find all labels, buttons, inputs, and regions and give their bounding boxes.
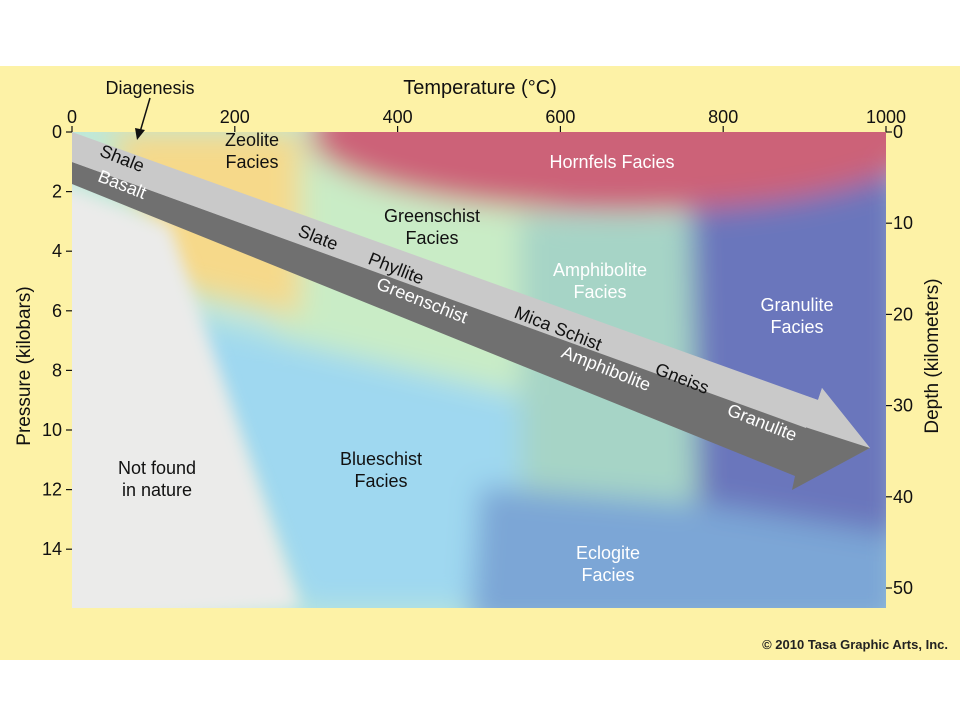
blueschist-facies-label: Blueschist [340,449,422,469]
granulite-facies-label: Granulite [760,295,833,315]
left-tick-label: 12 [42,480,62,500]
hornfels-region [310,132,886,211]
left-tick-label: 14 [42,539,62,559]
left-tick-label: 2 [52,182,62,202]
amphibolite-facies-label: Facies [573,282,626,302]
pressure-axis-title: Pressure (kilobars) [14,286,35,445]
top-tick-label: 600 [545,107,575,127]
right-tick-label: 0 [893,122,903,142]
granulite-facies-label: Facies [770,317,823,337]
top-tick-label: 200 [220,107,250,127]
right-tick-label: 50 [893,578,913,598]
diagenesis-line [139,97,151,133]
not-found-region [72,188,300,608]
metamorphic-path-arrow [72,132,870,490]
right-tick-label: 10 [893,213,913,233]
greenschist-facies-label: Facies [405,228,458,248]
left-tick-label: 8 [52,360,62,380]
diagenesis-label: Diagenesis [105,78,194,98]
top-tick-label: 0 [67,107,77,127]
zeolite-facies-label: Facies [225,152,278,172]
right-tick-label: 20 [893,304,913,324]
eclogite-region [471,486,886,608]
left-tick-label: 6 [52,301,62,321]
left-tick-label: 0 [52,122,62,142]
not-found-label: in nature [122,480,192,500]
depth-axis-title: Depth (kilometers) [922,278,943,433]
diagenesis-arrowhead [135,128,145,140]
eclogite-facies-label: Eclogite [576,543,640,563]
left-tick-label: 10 [42,420,62,440]
top-tick-label: 800 [708,107,738,127]
blueschist-region [180,316,520,608]
amphibolite-facies-label: Amphibolite [553,260,647,280]
eclogite-facies-label: Facies [581,565,634,585]
greenschist-facies-label: Greenschist [384,206,480,226]
arrow-light-band [72,132,870,448]
right-tick-label: 40 [893,487,913,507]
temperature-axis-title: Temperature (°C) [403,77,557,99]
diagenesis-pointer [135,97,151,140]
arrow-lower-band [72,162,870,490]
not-found-label: Not found [118,458,196,478]
left-tick-label: 4 [52,241,62,261]
blueschist-facies-label: Facies [354,471,407,491]
top-tick-label: 1000 [866,107,906,127]
right-tick-label: 30 [893,396,913,416]
hornfels-facies-label: Hornfels Facies [549,152,674,172]
zeolite-facies-label: Zeolite [225,130,279,150]
copyright-credit: © 2010 Tasa Graphic Arts, Inc. [762,637,948,652]
top-tick-label: 400 [383,107,413,127]
